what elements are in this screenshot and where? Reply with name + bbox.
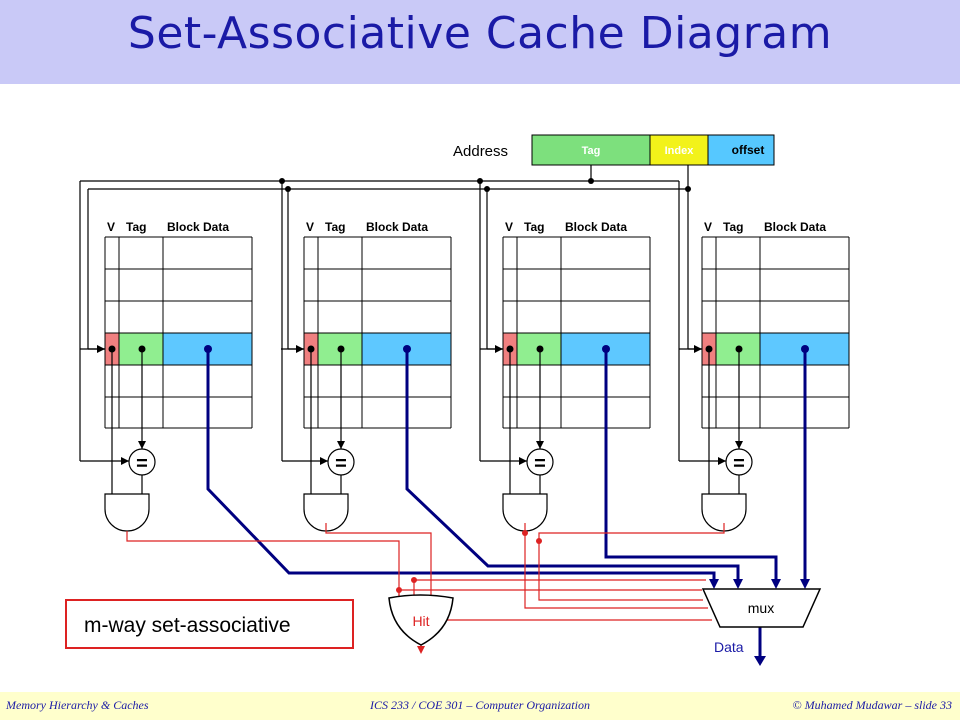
data-bus-arrow (800, 579, 810, 589)
comparator-symbol: = (733, 453, 745, 475)
hit-wire-way2 (325, 523, 432, 600)
data-bus-way3 (604, 349, 778, 580)
comparator-symbol: = (534, 453, 546, 475)
hit-output-arrow (417, 646, 425, 654)
mux-label: mux (748, 600, 774, 616)
header-block-data: Block Data (565, 220, 627, 234)
header-valid: V (107, 220, 115, 234)
hit-wire-way4 (538, 523, 725, 541)
footer-bar (0, 692, 960, 720)
header-valid: V (505, 220, 513, 234)
header-block-data: Block Data (167, 220, 229, 234)
junction-dot (279, 178, 285, 184)
data-bus-way1 (206, 349, 716, 580)
header-block-data: Block Data (764, 220, 826, 234)
address-offset-field (707, 134, 775, 166)
hit-or-gate: Hit (388, 594, 454, 646)
slide-title: Set-Associative Cache Diagram (127, 8, 833, 59)
note-box: m-way set-associative (65, 599, 354, 649)
data-bus-arrow (771, 579, 781, 589)
junction-dot (477, 178, 483, 184)
select-wire (524, 590, 708, 609)
compare-input-arrow (519, 457, 527, 465)
data-bus-arrow (733, 579, 743, 589)
junction-dot (588, 178, 594, 184)
compare-input-arrow (121, 457, 129, 465)
way-3: V Tag Block Data = (480, 220, 651, 532)
way-4: V Tag Block Data = (679, 220, 850, 532)
tag-arrow (138, 441, 146, 449)
header-valid: V (306, 220, 314, 234)
footer-right: © Muhamed Mudawar – slide 33 (792, 698, 952, 712)
title-bar (0, 0, 960, 84)
data-output-label: Data (714, 639, 744, 655)
compare-input-arrow (718, 457, 726, 465)
way-2: V Tag Block Data = (281, 220, 452, 532)
address-tag-text: Tag (582, 145, 601, 157)
and-gate (104, 493, 150, 532)
header-tag: Tag (126, 220, 146, 234)
footer-center: ICS 233 / COE 301 – Computer Organizatio… (370, 698, 590, 712)
address-offset-text: offset (732, 143, 765, 157)
select-wire (538, 541, 703, 601)
address-register: Address Tag Index offset (453, 134, 775, 166)
way-1: V Tag Block Data = (80, 220, 253, 532)
cache-ways: V Tag Block Data = V Tag Block Data = V Tag Block … (80, 220, 850, 532)
comparator-symbol: = (136, 453, 148, 475)
header-block-data: Block Data (366, 220, 428, 234)
tag-arrow (735, 441, 743, 449)
header-tag: Tag (723, 220, 743, 234)
hit-wire-way1 (126, 531, 400, 600)
wiring (79, 165, 810, 666)
address-index-text: Index (665, 145, 695, 157)
hit-label: Hit (412, 613, 429, 629)
footer-left: Memory Hierarchy & Caches (6, 698, 149, 712)
data-bus-arrow (709, 579, 719, 589)
multiplexer: mux (701, 588, 822, 628)
hit-junction-dot (522, 530, 528, 536)
header-valid: V (704, 220, 712, 234)
hit-junction-dot (536, 538, 542, 544)
hit-junction-dot (396, 587, 402, 593)
and-gate (303, 493, 349, 532)
tag-arrow (536, 441, 544, 449)
compare-input-arrow (320, 457, 328, 465)
hit-junction-dot (411, 577, 417, 583)
and-gate (701, 493, 747, 532)
tag-arrow (337, 441, 345, 449)
note-text: m-way set-associative (84, 614, 291, 637)
header-tag: Tag (524, 220, 544, 234)
data-bus-way2 (405, 349, 740, 580)
address-label: Address (453, 143, 508, 160)
comparator-symbol: = (335, 453, 347, 475)
data-output-arrow (754, 656, 766, 666)
header-tag: Tag (325, 220, 345, 234)
